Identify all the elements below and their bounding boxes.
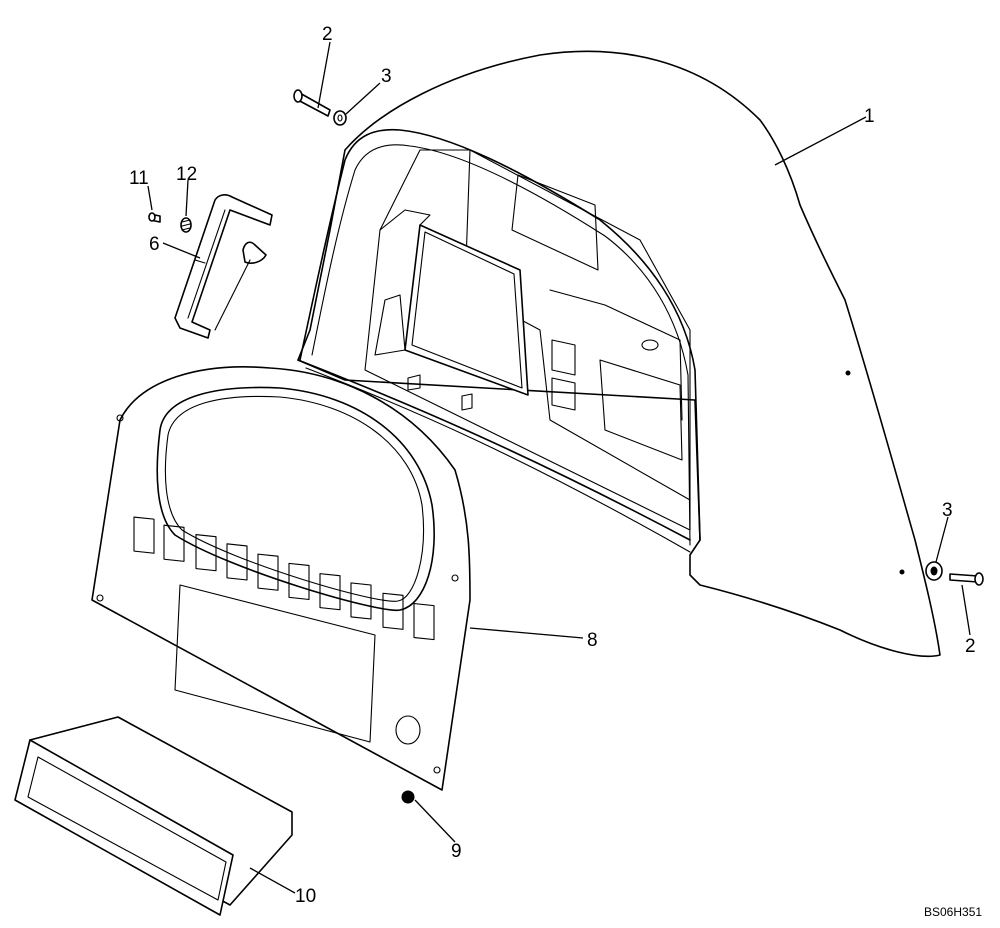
part-6-bracket (174, 194, 273, 339)
part-1-housing (297, 50, 941, 658)
callout-12: 12 (176, 164, 197, 185)
drawing-reference: BS06H351 (924, 905, 982, 919)
callout-6: 6 (149, 234, 160, 255)
callout-11: 11 (129, 168, 149, 189)
callout-numbers: 2 3 1 11 12 6 3 2 8 9 10 (129, 24, 976, 907)
washer-3-top (333, 110, 347, 126)
callout-2-right: 2 (965, 636, 976, 657)
part-8-panel (91, 366, 471, 791)
screw-2-right (949, 573, 979, 583)
callout-8: 8 (587, 630, 598, 651)
leader-lines (147, 41, 971, 894)
callout-1: 1 (864, 106, 875, 127)
callout-3-top: 3 (381, 66, 392, 87)
nut-9 (401, 790, 415, 804)
callout-2-top: 2 (322, 24, 333, 45)
callout-3-right: 3 (942, 500, 953, 521)
switch-slots (133, 516, 435, 641)
part-10-tray (14, 716, 293, 916)
callout-10: 10 (295, 886, 316, 907)
callout-9: 9 (451, 841, 462, 862)
